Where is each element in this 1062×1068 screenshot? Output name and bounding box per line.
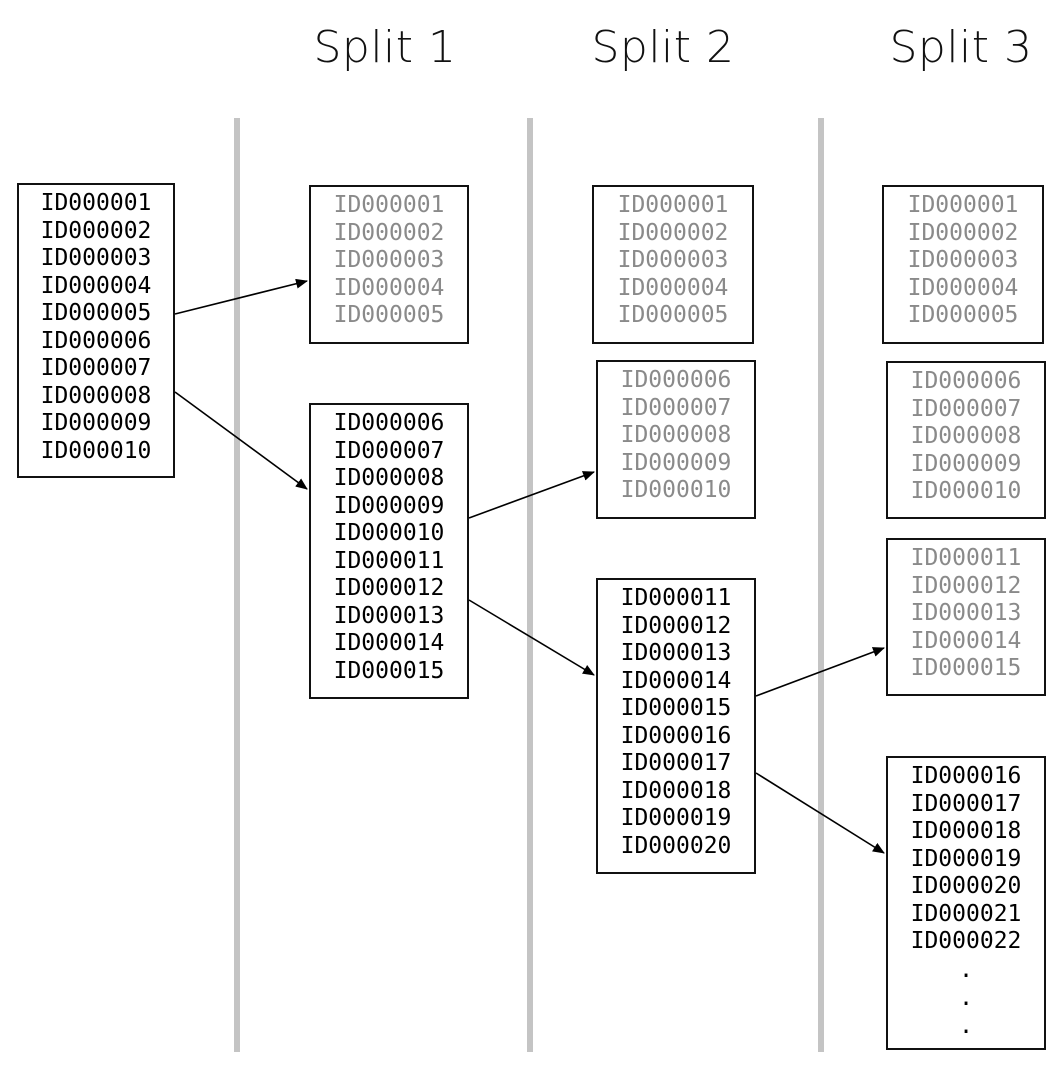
id-entry: ID000017 [620, 750, 732, 776]
arrow-split1-to-split2-in [468, 599, 595, 676]
id-entry: ID000005 [333, 302, 445, 328]
id-entry: ID000008 [620, 422, 732, 448]
id-entry: ID000008 [333, 465, 445, 491]
id-entry: ID000014 [333, 630, 445, 656]
id-entry: ID000017 [910, 790, 1022, 817]
id-entry: ID000006 [40, 327, 152, 354]
id-entry: ID000022 [910, 928, 1022, 954]
id-entry: ID000002 [617, 219, 729, 246]
divider-1 [234, 118, 240, 1052]
id-entry: ID000015 [620, 695, 732, 721]
id-entry: ID000018 [620, 777, 732, 804]
id-entry: ID000004 [333, 274, 445, 301]
id-entry: ID000010 [40, 437, 152, 464]
id-entry: ID000013 [910, 600, 1022, 626]
id-entry: ID000007 [910, 395, 1022, 422]
id-entry: ID000009 [910, 450, 1022, 477]
id-entry: ID000007 [333, 437, 445, 464]
id-entry: ID000013 [620, 640, 732, 666]
id-entry: ID000004 [40, 272, 152, 299]
id-entry: ID000011 [333, 547, 445, 574]
id-entry: ID000005 [40, 300, 152, 326]
id-entry: ID000001 [333, 192, 445, 218]
id-entry: ID000020 [620, 832, 732, 859]
id-entry: ID000002 [907, 219, 1019, 246]
id-entry: ID000009 [333, 492, 445, 519]
arrow-split2-to-split3-in [755, 772, 885, 854]
id-entry: ID000001 [40, 190, 152, 216]
id-entry: ID000014 [620, 667, 732, 694]
id-entry: ID000001 [907, 192, 1019, 218]
id-entry: ID000003 [333, 247, 445, 273]
continuation-dot: . [959, 1012, 973, 1039]
split-1-header: Split 1 [313, 22, 457, 73]
id-entry: ID000021 [910, 900, 1022, 927]
id-entry: ID000004 [907, 274, 1019, 301]
id-entry: ID000006 [620, 367, 732, 393]
id-entry: ID000014 [910, 627, 1022, 654]
id-entry: ID000016 [910, 763, 1022, 789]
id-entry: ID000005 [907, 302, 1019, 328]
split-3-header: Split 3 [889, 22, 1033, 73]
continuation-dot: . [959, 956, 973, 983]
id-entry: ID000005 [617, 302, 729, 328]
arrow-split1-to-split2-out [468, 471, 595, 519]
id-entry: ID000011 [910, 545, 1022, 571]
arrow-split2-to-split3-out [755, 647, 885, 697]
id-entry: ID000009 [40, 410, 152, 436]
id-entry: ID000004 [617, 274, 729, 301]
id-entry: ID000003 [40, 245, 152, 271]
id-entry: ID000019 [910, 845, 1022, 872]
id-entry: ID000018 [910, 818, 1022, 844]
id-entry: ID000015 [333, 657, 445, 684]
id-entry: ID000010 [333, 520, 445, 546]
split-2-header: Split 2 [591, 22, 735, 73]
id-entry: ID000008 [40, 382, 152, 409]
id-entry: ID000015 [910, 655, 1022, 681]
divider-3 [818, 118, 824, 1052]
id-entry: ID000010 [910, 478, 1022, 504]
id-entry: ID000011 [620, 585, 732, 611]
id-entry: ID000008 [910, 423, 1022, 449]
id-entry: ID000006 [333, 410, 445, 436]
divider-2 [527, 118, 533, 1052]
id-entry: ID000012 [333, 575, 445, 601]
id-entry: ID000002 [40, 217, 152, 244]
continuation-dot: . [959, 984, 973, 1011]
id-entry: ID000007 [620, 394, 732, 421]
id-entry: ID000009 [620, 449, 732, 476]
arrow-initial-to-split1-out [174, 278, 308, 315]
id-entry: ID000020 [910, 873, 1022, 899]
id-entry: ID000019 [620, 805, 732, 831]
id-entry: ID000012 [910, 572, 1022, 599]
id-entry: ID000001 [617, 192, 729, 218]
id-entry: ID000003 [907, 247, 1019, 273]
id-entry: ID000010 [620, 477, 732, 503]
id-entry: ID000002 [333, 219, 445, 246]
id-entry: ID000016 [620, 722, 732, 749]
id-entry: ID000013 [333, 602, 445, 629]
id-entry: ID000006 [910, 368, 1022, 394]
id-entry: ID000007 [40, 355, 152, 381]
id-entry: ID000012 [620, 612, 732, 639]
id-entry: ID000003 [617, 247, 729, 273]
arrow-initial-to-split1-in [174, 391, 308, 490]
